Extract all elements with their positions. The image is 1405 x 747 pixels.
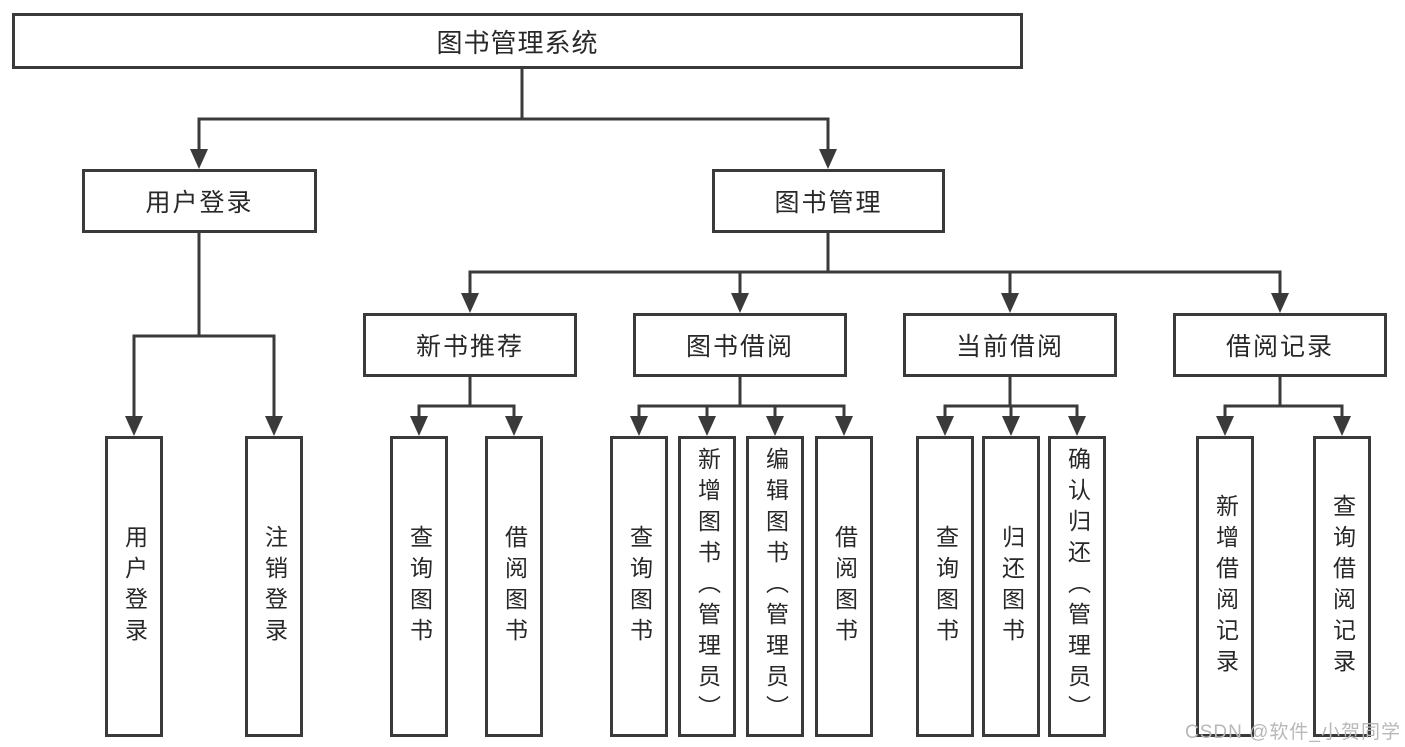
leaf-query-borrow-record: 查询借阅记录 bbox=[1313, 436, 1371, 737]
node-new-book-recommend: 新书推荐 bbox=[363, 313, 577, 377]
node-label: 图书管理 bbox=[774, 189, 883, 217]
leaf-query-books-recommend: 查询图书 bbox=[390, 436, 448, 737]
node-label: 当前借阅 bbox=[955, 333, 1064, 361]
node-book-borrow: 图书借阅 bbox=[633, 313, 847, 377]
leaf-borrow-books: 借阅图书 bbox=[815, 436, 873, 737]
node-label: 查询图书 bbox=[932, 524, 959, 649]
node-label: 用户登录 bbox=[145, 189, 254, 217]
leaf-edit-book-admin: 编辑图书（管理员） bbox=[746, 436, 804, 737]
leaf-query-books-current: 查询图书 bbox=[916, 436, 974, 737]
watermark: CSDN @软件_小贺同学 bbox=[1185, 722, 1401, 743]
leaf-confirm-return-admin: 确认归还（管理员） bbox=[1048, 436, 1106, 737]
node-label: 查询图书 bbox=[406, 524, 433, 649]
node-label: 新书推荐 bbox=[415, 333, 524, 361]
node-label: 确认归还（管理员） bbox=[1064, 447, 1091, 726]
node-label: 编辑图书（管理员） bbox=[762, 447, 789, 726]
node-label: 图书管理系统 bbox=[436, 27, 599, 58]
leaf-borrow-books-recommend: 借阅图书 bbox=[485, 436, 543, 737]
leaf-return-book: 归还图书 bbox=[982, 436, 1040, 737]
node-label: 新增借阅记录 bbox=[1212, 493, 1239, 680]
node-label: 借阅记录 bbox=[1225, 333, 1334, 361]
node-label: 查询借阅记录 bbox=[1329, 493, 1356, 680]
leaf-query-books-borrow: 查询图书 bbox=[610, 436, 668, 737]
node-borrow-records: 借阅记录 bbox=[1173, 313, 1387, 377]
node-label: 注销登录 bbox=[261, 524, 288, 649]
node-label: 查询图书 bbox=[626, 524, 653, 649]
leaf-logout: 注销登录 bbox=[245, 436, 303, 737]
leaf-user-login: 用户登录 bbox=[105, 436, 163, 737]
node-label: 用户登录 bbox=[121, 524, 148, 649]
node-label: 归还图书 bbox=[998, 524, 1025, 649]
leaf-add-book-admin: 新增图书（管理员） bbox=[678, 436, 736, 737]
node-user-login: 用户登录 bbox=[82, 169, 317, 233]
connector-line bbox=[132, 67, 1344, 422]
node-label: 图书借阅 bbox=[685, 333, 794, 361]
node-book-management: 图书管理 bbox=[712, 169, 945, 233]
leaf-add-borrow-record: 新增借阅记录 bbox=[1196, 436, 1254, 737]
node-label: 新增图书（管理员） bbox=[694, 447, 721, 726]
node-label: 借阅图书 bbox=[831, 524, 858, 649]
node-system-root: 图书管理系统 bbox=[12, 13, 1023, 69]
node-current-borrow: 当前借阅 bbox=[903, 313, 1117, 377]
node-label: 借阅图书 bbox=[501, 524, 528, 649]
